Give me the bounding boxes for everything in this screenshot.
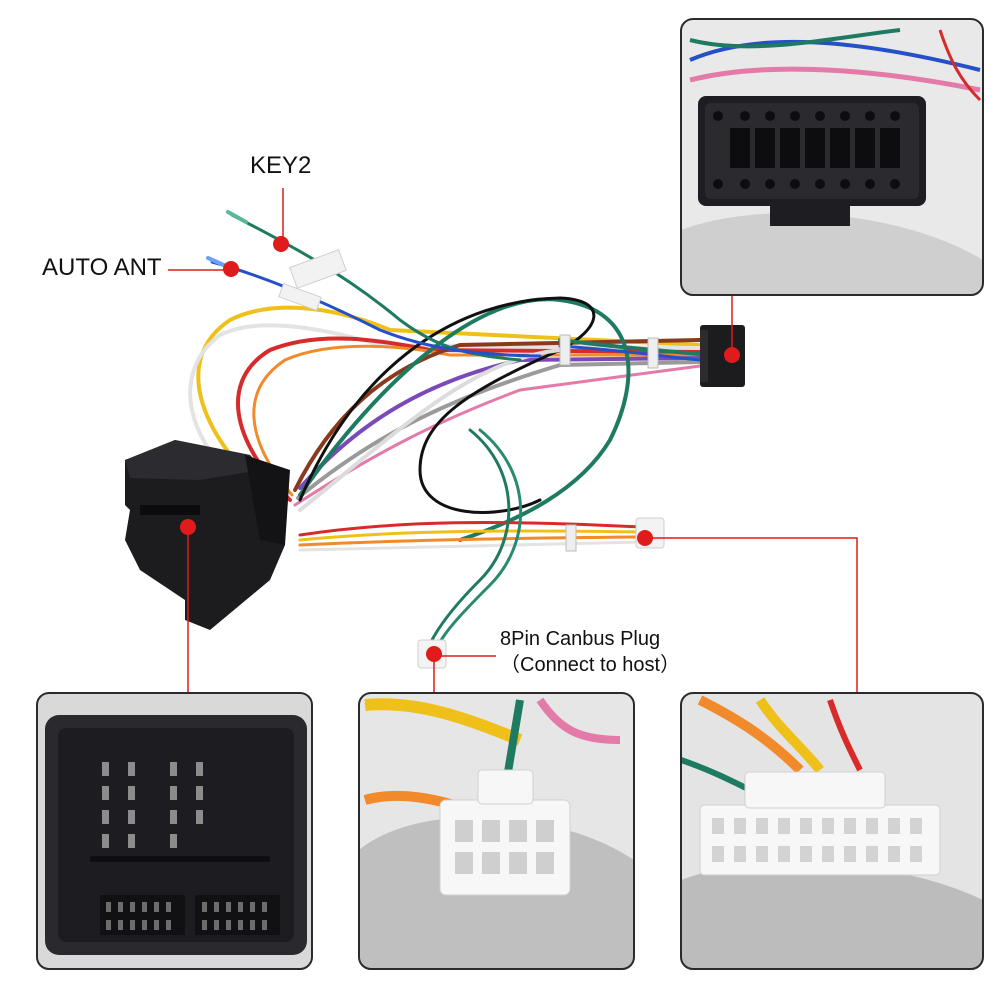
white-plug-photo-body	[699, 804, 941, 876]
cable-tie	[647, 337, 659, 369]
wire-label-tag-2	[278, 282, 322, 312]
wire-key2-green	[230, 213, 522, 362]
panel-canbus-plug	[358, 692, 635, 970]
wire-gray	[296, 360, 702, 500]
wire-canbus-green-b	[438, 428, 523, 644]
canbus-plug-photo-body	[439, 799, 571, 896]
wire-pink	[293, 364, 702, 507]
wire-bundle	[188, 213, 702, 644]
wire-auto-ant-blue	[210, 260, 542, 358]
panel-white-plug	[680, 692, 984, 970]
wire-yellow	[196, 305, 702, 507]
label-key2: KEY2	[250, 152, 312, 179]
wire-to-plug-white	[298, 540, 642, 552]
key2-wire-tip	[226, 210, 248, 224]
label-auto-ant: AUTO ANT	[42, 254, 162, 281]
wire-orange	[252, 344, 702, 497]
wire-right-green	[558, 338, 702, 356]
panel-main-connector	[36, 692, 313, 970]
wire-red	[236, 336, 702, 502]
wire-right-blue	[558, 344, 702, 362]
wire-to-plug-yellow	[298, 529, 642, 542]
wire-brown	[293, 338, 702, 492]
dot-radio-connector	[724, 347, 740, 363]
wire-green-loop	[298, 297, 631, 542]
dot-white-plug	[637, 530, 653, 546]
label-canbus-plug: 8Pin Canbus Plug （Connect to host）	[500, 626, 680, 678]
cable-tie	[565, 524, 577, 552]
dot-auto-ant	[223, 261, 239, 277]
cable-tie	[559, 334, 571, 366]
dot-canbus	[426, 646, 442, 662]
radio-connector-20pin	[700, 325, 745, 387]
dot-main-connector	[180, 519, 196, 535]
auto-ant-wire-tip	[206, 256, 228, 268]
wire-to-plug-red	[298, 520, 642, 537]
wire-to-plug-orange	[298, 535, 642, 547]
label-canbus-subtitle: （Connect to host）	[500, 654, 681, 676]
wire-canbus-green-a	[430, 428, 511, 642]
wire-label-tag	[289, 249, 347, 289]
main-connector	[125, 440, 290, 630]
dot-key2	[273, 236, 289, 252]
callout-dots	[180, 236, 740, 662]
callout-white-plug	[645, 537, 858, 692]
panel-radio-connector	[680, 18, 984, 296]
label-canbus-title: 8Pin Canbus Plug	[500, 628, 661, 650]
